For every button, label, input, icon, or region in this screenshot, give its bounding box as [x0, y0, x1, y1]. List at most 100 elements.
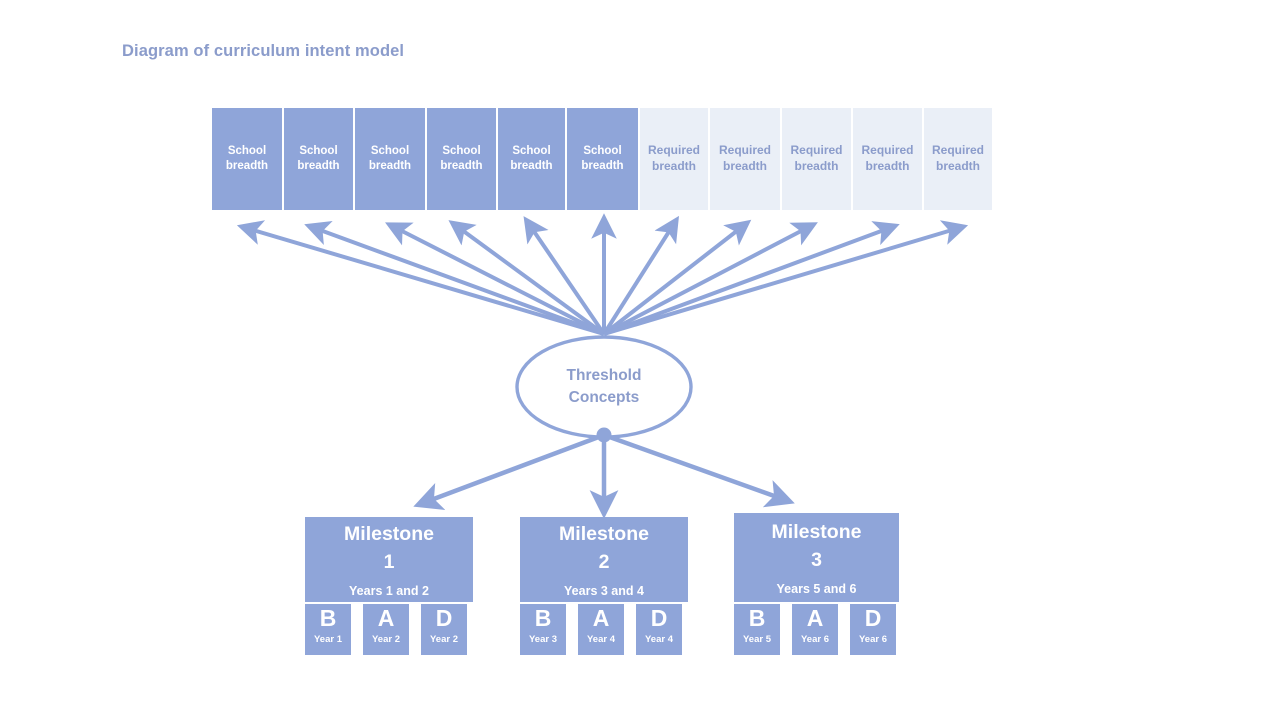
milestone-years: Years 5 and 6	[776, 581, 857, 596]
downward-arrow-group	[413, 432, 795, 519]
upward-arrow-group	[236, 213, 969, 336]
breadth-label-line-2: breadth	[935, 159, 980, 173]
breadth-label-line-2: breadth	[510, 160, 553, 172]
breadth-label-line-1: School	[370, 144, 410, 157]
milestone-title: Milestone 2	[559, 521, 649, 576]
arrow-up-11	[603, 220, 969, 336]
breadth-box-3[interactable]: School breadth	[355, 108, 425, 210]
subbox-letter: D	[435, 605, 453, 631]
subbox-year: Year 5	[743, 633, 771, 645]
breadth-box-4[interactable]: School breadth	[427, 108, 496, 210]
milestone-title-word: Milestone	[771, 521, 862, 544]
subbox-d[interactable]: D Year 4	[636, 604, 682, 655]
subbox-year: Year 4	[645, 633, 673, 645]
breadth-box-label: School breadth	[578, 144, 626, 174]
subbox-b[interactable]: B Year 1	[305, 604, 351, 655]
milestone-title-number: 3	[811, 549, 822, 571]
subbox-letter: B	[534, 605, 552, 631]
breadth-label-line-2: breadth	[794, 159, 839, 173]
breadth-label-line-2: breadth	[368, 160, 412, 172]
subbox-year: Year 6	[801, 633, 829, 645]
breadth-box-label: School breadth	[366, 144, 414, 174]
breadth-label-line-2: breadth	[865, 159, 910, 173]
breadth-label-line-2: breadth	[722, 159, 767, 173]
page-title: Diagram of curriculum intent model	[122, 42, 405, 60]
arrow-up-8	[602, 219, 752, 336]
subbox-year: Year 3	[529, 633, 557, 645]
milestone-title: Milestone 3	[772, 519, 862, 574]
subbox-year: Year 1	[314, 633, 342, 645]
breadth-row: School breadth School breadth School breadth S…	[212, 108, 992, 210]
breadth-box-5[interactable]: School breadth	[498, 108, 565, 210]
subbox-b[interactable]: B Year 5	[734, 604, 780, 655]
arrow-down-3	[603, 432, 795, 508]
subbox-d[interactable]: D Year 6	[850, 604, 896, 655]
arrow-up-9	[603, 222, 818, 336]
breadth-label-line-2: breadth	[581, 160, 624, 172]
milestone-title-word: Milestone	[344, 523, 434, 546]
breadth-label-line-1: Required	[790, 143, 843, 158]
breadth-box-label: School breadth	[437, 144, 485, 174]
breadth-label-line-1: School	[227, 144, 267, 157]
subbox-letter: A	[377, 605, 395, 631]
milestone-subbox-row: B Year 5 A Year 6 D Year 6	[734, 604, 899, 655]
breadth-box-6[interactable]: School breadth	[567, 108, 638, 210]
breadth-label-line-1: Required	[718, 143, 771, 158]
arrow-down-1	[413, 432, 605, 510]
subbox-year: Year 2	[372, 633, 400, 645]
milestone-title-number: 2	[598, 551, 610, 573]
milestone-title: Milestone 1	[344, 521, 434, 576]
breadth-label-line-1: School	[512, 144, 551, 157]
breadth-label-line-1: School	[299, 144, 338, 157]
breadth-label-line-1: Required	[931, 143, 984, 158]
subbox-letter: D	[864, 605, 882, 631]
breadth-label-line-1: School	[583, 144, 622, 157]
breadth-label-line-2: breadth	[297, 160, 340, 172]
breadth-label-line-1: School	[442, 144, 481, 157]
arrow-up-3	[385, 222, 605, 336]
milestone-years: Years 1 and 2	[349, 583, 429, 598]
milestone-title-number: 1	[383, 551, 395, 573]
arrow-up-1	[236, 220, 605, 336]
subbox-a[interactable]: A Year 6	[792, 604, 838, 655]
breadth-label-line-2: breadth	[440, 160, 483, 172]
milestone-years: Years 3 and 4	[564, 583, 644, 598]
subbox-letter: A	[806, 605, 824, 631]
subbox-letter: B	[748, 605, 766, 631]
breadth-label-line-2: breadth	[651, 159, 696, 173]
arrow-up-5	[523, 216, 606, 336]
breadth-box-label: School breadth	[294, 144, 342, 174]
subbox-year: Year 6	[859, 633, 887, 645]
breadth-box-2[interactable]: School breadth	[284, 108, 353, 210]
subbox-letter: B	[319, 605, 337, 631]
breadth-label-line-1: Required	[647, 143, 700, 158]
subbox-b[interactable]: B Year 3	[520, 604, 566, 655]
arrow-up-2	[304, 221, 605, 336]
arrow-up-10	[603, 221, 900, 336]
breadth-label-line-1: Required	[861, 143, 914, 158]
breadth-box-label: School breadth	[507, 144, 555, 174]
threshold-line-1: Threshold	[566, 367, 642, 384]
subbox-letter: D	[650, 605, 668, 631]
subbox-a[interactable]: A Year 2	[363, 604, 409, 655]
milestone-title-word: Milestone	[559, 523, 649, 546]
